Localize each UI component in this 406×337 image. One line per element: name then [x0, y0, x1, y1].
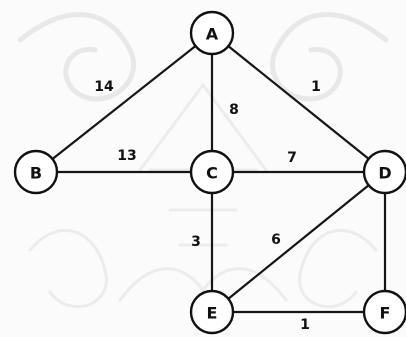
node-B: B: [13, 149, 59, 195]
node-A: A: [189, 10, 235, 56]
edge-weight-A-C: 8: [229, 102, 239, 118]
edges: [34, 31, 387, 314]
node-circle-E: [189, 289, 235, 335]
edge-A-B: [34, 31, 214, 174]
node-circle-B: [13, 149, 59, 195]
edge-weight-D-E: 6: [271, 232, 281, 248]
node-circle-A: [189, 10, 235, 56]
node-C: C: [189, 149, 235, 195]
edge-D-E: [210, 170, 387, 314]
node-label-D: D: [378, 164, 391, 183]
node-label-F: F: [380, 304, 391, 323]
edge-A-D: [210, 31, 387, 174]
node-label-E: E: [207, 304, 218, 323]
edge-weight-B-C: 13: [117, 148, 136, 164]
edge-weight-E-F: 1: [300, 317, 310, 333]
node-label-B: B: [30, 164, 42, 183]
node-circle-D: [362, 149, 406, 195]
edge-weight-C-D: 7: [287, 150, 297, 166]
node-circle-C: [189, 149, 235, 195]
edge-weight-A-D: 1: [311, 79, 321, 95]
node-circle-F: [362, 289, 406, 335]
node-D: D: [362, 149, 406, 195]
edge-weights: 14 8 1 13 7 3 6 1: [94, 79, 321, 333]
edge-weight-A-B: 14: [94, 79, 114, 95]
node-E: E: [189, 289, 235, 335]
node-label-A: A: [206, 25, 219, 44]
node-F: F: [362, 289, 406, 335]
nodes: A B C D E F: [13, 10, 406, 335]
node-label-C: C: [206, 164, 218, 183]
edge-weight-C-E: 3: [191, 234, 201, 250]
